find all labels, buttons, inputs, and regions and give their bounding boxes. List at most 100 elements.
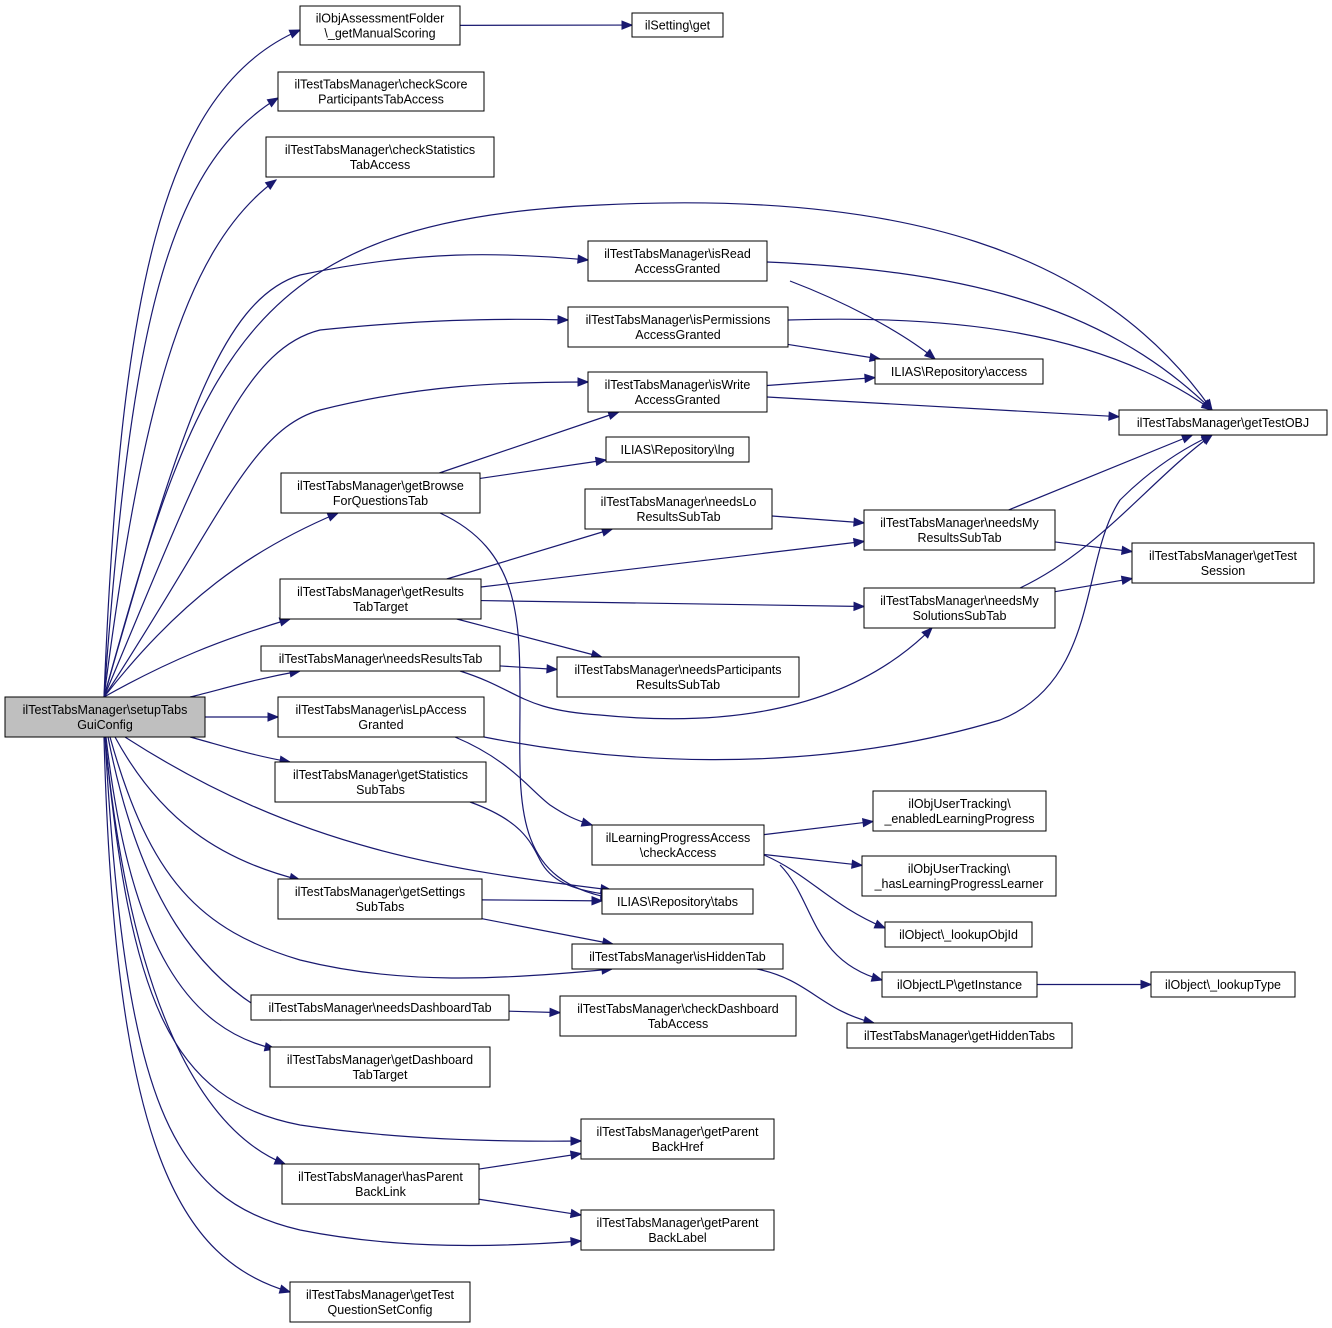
node-isPermissions[interactable]: ilTestTabsManager\isPermissionsAccessGra…: [567, 306, 789, 348]
node-checkStatistics-label-line-2: TabAccess: [350, 158, 410, 172]
edge-getBrowse-to-lng: [479, 459, 607, 480]
node-checkDashboard-box: [559, 995, 797, 1037]
edge-root-to-getBrowse: [103, 512, 339, 698]
edge-checkAccess-to-hasLPLearner-arrowhead: [851, 859, 864, 869]
node-enabledLP-label-line-1: ilObjUserTracking\: [908, 797, 1011, 811]
node-getDashboard-label-line-2: TabTarget: [353, 1068, 408, 1082]
node-isPermissions-label-line-1: ilTestTabsManager\isPermissions: [586, 313, 771, 327]
node-lookupObjId-label-line-1: ilObject\_lookupObjId: [899, 928, 1018, 942]
node-settingGet[interactable]: ilSetting\get: [631, 12, 724, 38]
node-settingGet-box: [631, 12, 724, 38]
node-checkStatistics[interactable]: ilTestTabsManager\checkStatisticsTabAcce…: [265, 136, 495, 178]
node-hasParent-label-line-2: BackLink: [355, 1185, 406, 1199]
node-getBrowse[interactable]: ilTestTabsManager\getBrowseForQuestionsT…: [280, 472, 481, 514]
edge-hasParent-to-getParentHref: [478, 1153, 582, 1170]
node-getHiddenTabs[interactable]: ilTestTabsManager\getHiddenTabs: [846, 1022, 1073, 1049]
edge-needsMyResults-to-getTestSession-arrowhead: [1120, 545, 1134, 556]
node-getHiddenTabs-box: [846, 1022, 1073, 1049]
edge-manualScoring-to-settingGet-arrowhead: [621, 20, 634, 30]
edge-root-to-checkScore-arrowhead: [266, 97, 280, 108]
node-tabs-label-line-1: ILIAS\Repository\tabs: [617, 895, 738, 909]
edge-getBrowse-to-tabs: [439, 512, 612, 899]
node-needsDashboard[interactable]: ilTestTabsManager\needsDashboardTab: [250, 994, 510, 1021]
node-isLp-label-line-1: ilTestTabsManager\isLpAccess: [296, 703, 467, 717]
edge-root-to-checkScore: [103, 97, 279, 698]
node-isRead-box: [587, 240, 768, 282]
edge-isLp-to-checkAccess: [454, 736, 593, 826]
node-isPermissions-box: [567, 306, 789, 348]
node-checkAccess[interactable]: ilLearningProgressAccess\checkAccess: [591, 824, 765, 866]
node-getTestQuestionSet-label-line-2: QuestionSetConfig: [328, 1303, 433, 1317]
node-manualScoring[interactable]: ilObjAssessmentFolder\_getManualScoring: [299, 5, 461, 46]
node-enabledLP[interactable]: ilObjUserTracking\_enabledLearningProgre…: [872, 790, 1047, 832]
node-isHidden[interactable]: ilTestTabsManager\isHiddenTab: [571, 943, 784, 970]
node-access[interactable]: ILIAS\Repository\access: [874, 358, 1044, 385]
edge-root-to-isLp-arrowhead: [267, 712, 280, 722]
node-getStatistics-label-line-1: ilTestTabsManager\getStatistics: [293, 768, 468, 782]
edge-root-to-getSettings: [114, 736, 301, 881]
edge-checkAccess-to-lookupObjId: [763, 854, 886, 929]
edge-root-to-isHidden: [109, 736, 613, 979]
node-hasParent-box: [281, 1163, 480, 1205]
node-needsResultsTab[interactable]: ilTestTabsManager\needsResultsTab: [260, 645, 501, 672]
node-lookupType-box: [1150, 971, 1296, 998]
node-tabs[interactable]: ILIAS\Repository\tabs: [601, 888, 754, 915]
edge-root-to-getBrowse-arrowhead: [326, 512, 340, 522]
edge-root-to-isPermissions-arrowhead: [557, 314, 570, 325]
edge-isWrite-to-getTestOBJ-arrowhead: [1108, 411, 1121, 421]
edge-getResults-to-needsParticipants: [456, 618, 602, 658]
node-getTestOBJ[interactable]: ilTestTabsManager\getTestOBJ: [1118, 409, 1328, 436]
edge-root-to-getDashboard: [105, 736, 276, 1050]
node-getBrowse-label-line-2: ForQuestionsTab: [333, 494, 428, 508]
edge-root-to-getTestOBJ: [103, 202, 1213, 698]
node-needsMyResults-box: [863, 509, 1056, 551]
edge-needsMyResults-to-getTestOBJ: [1008, 434, 1193, 511]
node-getBrowse-box: [280, 472, 481, 514]
edge-hasParent-to-getParentLabel: [478, 1198, 582, 1216]
edge-root-to-manualScoring-arrowhead: [288, 29, 302, 39]
node-enabledLP-box: [872, 790, 1047, 832]
node-isHidden-label-line-1: ilTestTabsManager\isHiddenTab: [589, 950, 766, 964]
node-getInstance[interactable]: ilObjectLP\getInstance: [881, 971, 1038, 998]
node-getParentHref-box: [580, 1118, 775, 1160]
node-checkDashboard[interactable]: ilTestTabsManager\checkDashboardTabAcces…: [559, 995, 797, 1037]
edge-root-to-hasParent-arrowhead: [273, 1155, 287, 1165]
node-isWrite-box: [587, 371, 768, 413]
edge-root-to-isRead-arrowhead: [577, 254, 590, 264]
node-checkAccess-label-line-1: ilLearningProgressAccess: [606, 831, 751, 845]
edge-root-to-getParentLabel: [104, 736, 582, 1247]
edge-checkAccess-to-hasLPLearner: [763, 853, 863, 866]
node-hasLPLearner-label-line-2: _hasLearningProgressLearner: [874, 877, 1044, 891]
edge-getBrowse-to-isWrite-arrowhead: [607, 410, 620, 420]
node-needsParticipants[interactable]: ilTestTabsManager\needsParticipantsResul…: [556, 656, 800, 698]
node-lookupType[interactable]: ilObject\_lookupType: [1150, 971, 1296, 998]
edge-root-to-needsResultsTab: [189, 670, 301, 698]
node-lookupObjId[interactable]: ilObject\_lookupObjId: [884, 921, 1033, 948]
node-checkDashboard-label-line-2: TabAccess: [648, 1017, 708, 1031]
node-hasLPLearner-box: [861, 855, 1057, 897]
node-lng[interactable]: ILIAS\Repository\lng: [605, 436, 750, 463]
node-getSettings-label-line-1: ilTestTabsManager\getSettings: [295, 885, 465, 899]
edge-hasParent-to-getParentLabel-arrowhead: [569, 1208, 583, 1219]
node-checkScore[interactable]: ilTestTabsManager\checkScoreParticipants…: [277, 71, 485, 112]
node-hasLPLearner[interactable]: ilObjUserTracking\_hasLearningProgressLe…: [861, 855, 1057, 897]
edge-root-to-tabs: [124, 736, 612, 891]
edge-root-to-getTestQuestionSet: [103, 736, 291, 1293]
node-getTestQuestionSet[interactable]: ilTestTabsManager\getTestQuestionSetConf…: [289, 1281, 471, 1323]
node-getTestQuestionSet-box: [289, 1281, 471, 1323]
